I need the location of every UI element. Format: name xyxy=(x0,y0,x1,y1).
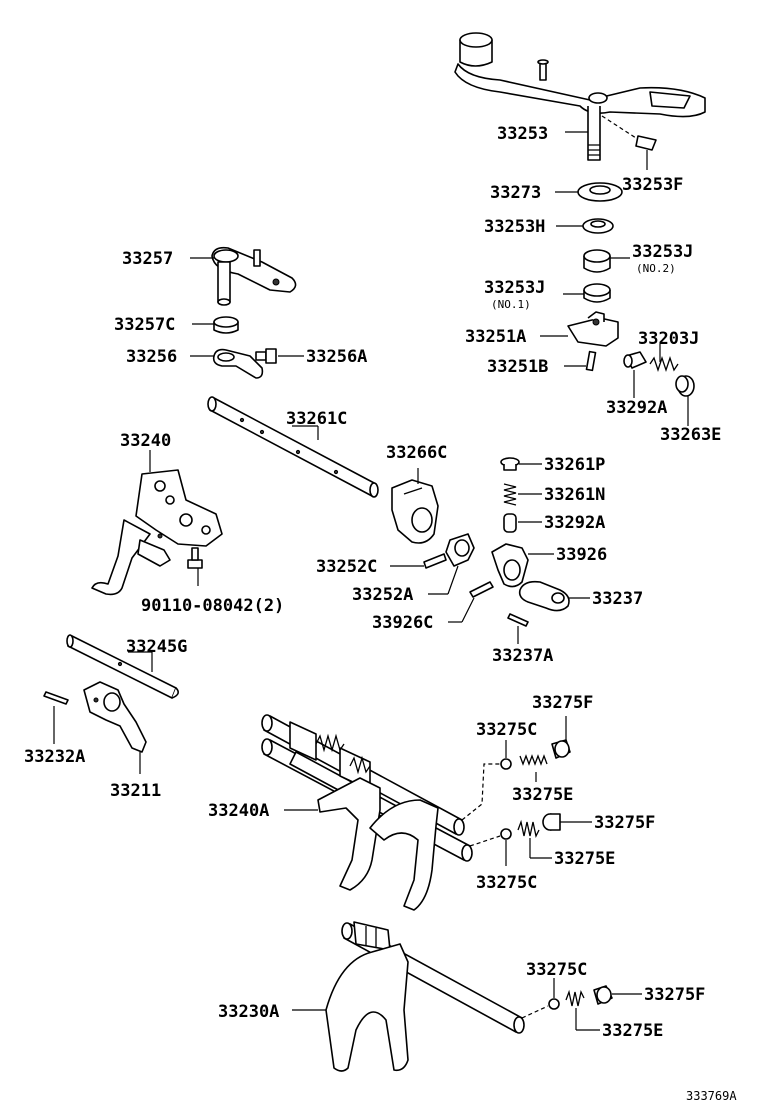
label-33275F-a: 33275F xyxy=(532,693,593,713)
part-33275C-ball-a xyxy=(500,758,512,770)
part-33237A-pin xyxy=(507,613,529,627)
label-33257C: 33257C xyxy=(114,315,175,335)
part-33926C-pin xyxy=(469,581,494,598)
label-33275F-c: 33275F xyxy=(644,985,705,1005)
label-33251B: 33251B xyxy=(487,357,548,377)
label-33252A: 33252A xyxy=(352,585,413,605)
part-33266C-head xyxy=(391,479,439,544)
label-90110-08042: 90110-08042(2) xyxy=(141,596,284,616)
part-33245G-shaft xyxy=(66,634,180,699)
part-33253H-bushing xyxy=(582,218,614,234)
label-33245G: 33245G xyxy=(126,637,187,657)
label-33253H: 33253H xyxy=(484,217,545,237)
part-33263E-plug xyxy=(675,375,695,397)
label-33211: 33211 xyxy=(110,781,161,801)
label-33240A: 33240A xyxy=(208,801,269,821)
label-33232A: 33232A xyxy=(24,747,85,767)
label-33237: 33237 xyxy=(592,589,643,609)
label-33261C: 33261C xyxy=(286,409,347,429)
label-33261N: 33261N xyxy=(544,485,605,505)
label-33256A: 33256A xyxy=(306,347,367,367)
part-33203J-spring xyxy=(649,355,679,373)
label-33253: 33253 xyxy=(497,124,548,144)
part-33237-lever xyxy=(518,580,570,612)
part-33256-arm xyxy=(212,348,264,379)
diagram-reference-number: 333769A xyxy=(686,1089,737,1103)
part-33211-fork xyxy=(83,681,147,753)
part-33256A-bolt xyxy=(255,348,277,364)
label-33256: 33256 xyxy=(126,347,177,367)
part-33257C-washer xyxy=(213,316,239,334)
part-33251A-inner-lever xyxy=(567,311,619,347)
part-33275F-plug-a xyxy=(551,739,571,759)
part-33232A-pin xyxy=(43,691,69,705)
part-33230A-fork-rail xyxy=(325,921,525,1072)
part-33275E-spring-a xyxy=(519,754,548,766)
label-33275F-b: 33275F xyxy=(594,813,655,833)
part-33275C-ball-b xyxy=(500,828,512,840)
part-33253-shift-lever xyxy=(454,32,706,161)
part-33253J-no2-bushing xyxy=(583,249,611,273)
label-33275C-c: 33275C xyxy=(526,960,587,980)
label-33253J-no1: 33253J xyxy=(484,278,545,298)
part-33252C-pin xyxy=(423,553,447,569)
part-90110-08042-bolt xyxy=(187,547,203,569)
label-33253J-no2: 33253J xyxy=(632,242,693,262)
label-33292A-top: 33292A xyxy=(606,398,667,418)
part-33273-seal xyxy=(577,182,623,202)
label-33275C-b: 33275C xyxy=(476,873,537,893)
label-33292A-mid: 33292A xyxy=(544,513,605,533)
label-33237A: 33237A xyxy=(492,646,553,666)
part-33252A-collar xyxy=(445,533,475,567)
label-33253F: 33253F xyxy=(622,175,683,195)
note-33253J-no2: (NO.2) xyxy=(636,262,676,275)
label-33261P: 33261P xyxy=(544,455,605,475)
label-33275C-a: 33275C xyxy=(476,720,537,740)
label-33257: 33257 xyxy=(122,249,173,269)
part-33275E-spring-c xyxy=(565,989,585,1007)
label-33240: 33240 xyxy=(120,431,171,451)
part-33275C-ball-c xyxy=(548,998,560,1010)
part-33275E-spring-b xyxy=(517,819,540,838)
label-33275E-b: 33275E xyxy=(554,849,615,869)
part-33253F-pin xyxy=(635,135,657,151)
label-33252C: 33252C xyxy=(316,557,377,577)
part-33257-lever xyxy=(211,246,297,306)
note-33253J-no1: (NO.1) xyxy=(491,298,531,311)
part-33292A-ball xyxy=(623,351,647,369)
part-33261P-plug xyxy=(500,457,520,471)
part-33926-head xyxy=(491,543,529,588)
label-33275E-a: 33275E xyxy=(512,785,573,805)
label-33926: 33926 xyxy=(556,545,607,565)
label-33266C: 33266C xyxy=(386,443,447,463)
part-33253J-no1-bushing xyxy=(583,283,611,303)
part-33292A-pin xyxy=(503,513,517,533)
part-33275F-plug-b xyxy=(542,813,561,831)
label-33275E-c: 33275E xyxy=(602,1021,663,1041)
label-33263E: 33263E xyxy=(660,425,721,445)
part-33261N-spring xyxy=(503,483,517,506)
part-33261C-shaft xyxy=(207,396,379,498)
part-33240A-rail-assembly xyxy=(261,714,473,911)
label-33230A: 33230A xyxy=(218,1002,279,1022)
part-33275F-plug-c xyxy=(593,985,613,1005)
label-33926C: 33926C xyxy=(372,613,433,633)
label-33273: 33273 xyxy=(490,183,541,203)
part-33240-bracket xyxy=(91,469,223,596)
part-33251B-pin xyxy=(585,350,597,372)
label-33251A: 33251A xyxy=(465,327,526,347)
label-33203J: 33203J xyxy=(638,329,699,349)
